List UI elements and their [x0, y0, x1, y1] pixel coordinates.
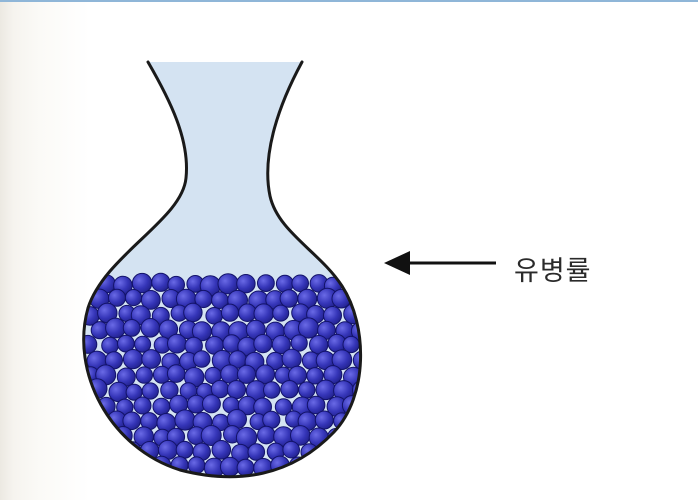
particle — [254, 335, 272, 353]
particle — [113, 457, 133, 477]
particle — [264, 382, 280, 398]
particle — [352, 412, 371, 431]
particle — [328, 458, 345, 475]
particle — [123, 320, 140, 337]
particle — [353, 444, 372, 463]
particle — [88, 413, 107, 432]
particle — [227, 381, 245, 399]
particle — [202, 395, 220, 413]
particle — [258, 426, 276, 444]
particle — [100, 429, 116, 445]
particle — [342, 457, 359, 474]
particle — [283, 441, 300, 458]
particle — [291, 335, 307, 351]
particle — [263, 411, 280, 428]
particle — [282, 349, 301, 368]
particle — [90, 442, 108, 460]
prevalence-label: 유병률 — [514, 249, 592, 288]
particle — [137, 458, 153, 474]
particle — [193, 351, 210, 368]
particle — [125, 290, 141, 306]
particle — [152, 273, 170, 291]
particle — [106, 442, 123, 459]
particle — [281, 381, 298, 398]
particle — [142, 383, 158, 399]
particle — [101, 461, 117, 477]
particle — [346, 275, 363, 292]
particle — [184, 303, 202, 321]
particle — [102, 337, 119, 354]
particle — [237, 459, 254, 476]
particle — [220, 457, 239, 476]
particle — [273, 305, 289, 321]
particle — [280, 290, 298, 308]
particle — [153, 398, 170, 415]
particle — [315, 411, 333, 429]
particle — [221, 304, 238, 321]
particle — [310, 458, 328, 476]
particle — [346, 430, 363, 447]
particle — [106, 318, 126, 338]
particle — [351, 287, 371, 307]
particle — [80, 459, 99, 478]
particle — [248, 444, 265, 461]
particle — [299, 382, 315, 398]
particle — [334, 443, 353, 462]
particle — [237, 365, 255, 383]
particle — [176, 441, 193, 458]
particle — [212, 441, 231, 460]
particle — [167, 365, 185, 383]
particle — [136, 367, 152, 383]
arrow-head — [384, 251, 410, 275]
particle — [142, 350, 161, 369]
particle — [134, 397, 151, 414]
particle — [79, 335, 97, 353]
particle — [258, 275, 275, 292]
particle — [123, 350, 142, 369]
particle-cluster — [79, 273, 372, 478]
particle — [141, 319, 160, 338]
particle — [353, 351, 371, 369]
particle — [82, 426, 102, 446]
particle — [175, 410, 195, 430]
particle — [168, 334, 187, 353]
